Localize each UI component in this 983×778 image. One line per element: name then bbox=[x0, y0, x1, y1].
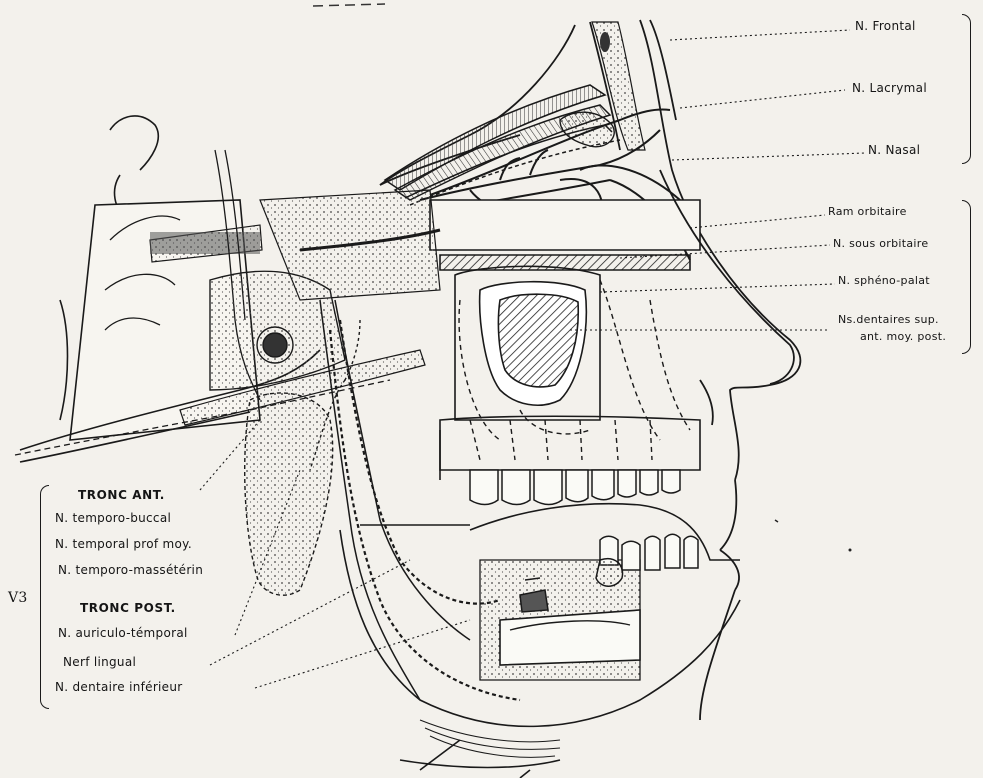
label-ram-orbitaire: Ram orbitaire bbox=[828, 205, 907, 218]
label-n-temporo-masseterin: N. temporo-massétérin bbox=[58, 563, 203, 577]
label-n-dentaire-inferieur: N. dentaire inférieur bbox=[55, 680, 183, 694]
label-n-temporal-prof-moy: N. temporal prof moy. bbox=[55, 537, 192, 551]
label-ns-dentaires-line2: ant. moy. post. bbox=[860, 330, 946, 343]
bracket-maxillary bbox=[962, 200, 971, 354]
maxilla bbox=[430, 200, 700, 480]
label-n-lacrymal: N. Lacrymal bbox=[852, 81, 927, 95]
label-ns-dentaires-line1: Ns.dentaires sup. bbox=[838, 313, 939, 326]
bracket-ophthalmic bbox=[962, 14, 971, 164]
label-tronc-ant: TRONC ANT. bbox=[78, 488, 165, 502]
frontal-sinus bbox=[600, 32, 610, 52]
ink-mark bbox=[775, 520, 778, 522]
label-n-nasal: N. Nasal bbox=[868, 143, 920, 157]
label-n-spheno-palat: N. sphéno-palat bbox=[838, 274, 930, 287]
upper-teeth bbox=[470, 470, 680, 505]
label-n-sous-orbitaire: N. sous orbitaire bbox=[833, 237, 928, 250]
label-n-frontal: N. Frontal bbox=[855, 19, 916, 33]
lacrimal-gland bbox=[560, 112, 614, 147]
bracket-mandibular bbox=[40, 485, 49, 709]
label-tronc-post: TRONC POST. bbox=[80, 601, 176, 615]
parotid-gland bbox=[245, 393, 333, 595]
top-edge-mark bbox=[313, 4, 385, 6]
label-n-temporo-buccal: N. temporo-buccal bbox=[55, 511, 171, 525]
mandibular-canal bbox=[500, 610, 640, 665]
label-nerf-lingual: Nerf lingual bbox=[63, 655, 136, 669]
temporal-artery bbox=[150, 232, 260, 254]
label-v3: V3 bbox=[8, 590, 28, 606]
label-n-auriculo-temporal: N. auriculo-témporal bbox=[58, 626, 188, 640]
face-profile bbox=[660, 170, 794, 720]
ink-dot bbox=[849, 549, 852, 552]
leader-lines-left bbox=[200, 420, 470, 688]
